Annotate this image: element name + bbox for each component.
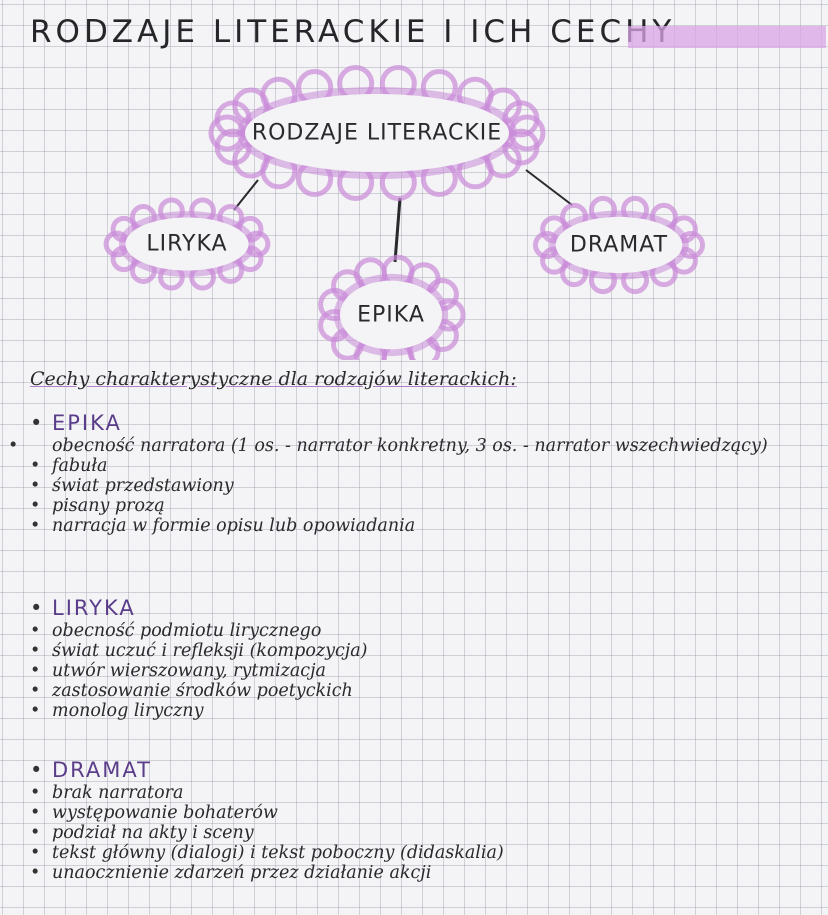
section-epika: •EPIKA •obecność narratora (1 os. - narr… bbox=[8, 410, 810, 536]
section-heading: •DRAMAT bbox=[30, 758, 152, 782]
mindmap-left-label: LIRYKA bbox=[146, 231, 228, 257]
section-liryka: •LIRYKA •obecność podmiotu lirycznego •ś… bbox=[30, 595, 810, 721]
list-item: •podział na akty i sceny bbox=[30, 823, 254, 843]
mindmap-right-label: DRAMAT bbox=[569, 232, 669, 258]
list-item: •fabuła bbox=[30, 456, 108, 476]
intro-text: Cechy charakterystyczne dla rodzajów lit… bbox=[30, 368, 517, 390]
section-heading: •LIRYKA bbox=[30, 596, 136, 620]
cloud-left bbox=[103, 197, 271, 291]
list-item: •pisany prozą bbox=[30, 496, 165, 516]
list-item: •unaocznienie zdarzeń przez działanie ak… bbox=[30, 863, 432, 883]
page-title: RODZAJE LITERACKIE I ICH CECHY bbox=[30, 14, 676, 50]
list-item: •świat przedstawiony bbox=[30, 476, 234, 496]
connector-left bbox=[233, 179, 259, 211]
list-item: •monolog liryczny bbox=[30, 701, 204, 721]
cloud-middle bbox=[318, 254, 466, 360]
list-item: •świat uczuć i refleksji (kompozycja) bbox=[30, 641, 368, 661]
connector-middle bbox=[393, 197, 402, 263]
connector-right bbox=[525, 169, 573, 206]
cloud-center bbox=[208, 65, 546, 201]
list-item: •tekst główny (dialogi) i tekst poboczny… bbox=[30, 843, 504, 863]
list-item: •utwór wierszowany, rytmizacja bbox=[30, 661, 326, 681]
list-item: •brak narratora bbox=[30, 783, 184, 803]
section-heading: •EPIKA bbox=[30, 411, 122, 435]
title-highlight bbox=[628, 26, 826, 48]
list-item: •obecność narratora (1 os. - narrator ko… bbox=[8, 436, 768, 456]
list-item: •obecność podmiotu lirycznego bbox=[30, 621, 322, 641]
list-item: •występowanie bohaterów bbox=[30, 803, 278, 823]
section-dramat: •DRAMAT •brak narratora •występowanie bo… bbox=[30, 757, 810, 883]
list-item: •narracja w formie opisu lub opowiadania bbox=[30, 516, 416, 536]
mindmap-middle-label: EPIKA bbox=[357, 302, 425, 328]
mind-map bbox=[103, 65, 706, 360]
mindmap-center-label: RODZAJE LITERACKIE bbox=[251, 120, 503, 146]
cloud-right bbox=[532, 195, 706, 295]
list-item: •zastosowanie środków poetyckich bbox=[30, 681, 353, 701]
